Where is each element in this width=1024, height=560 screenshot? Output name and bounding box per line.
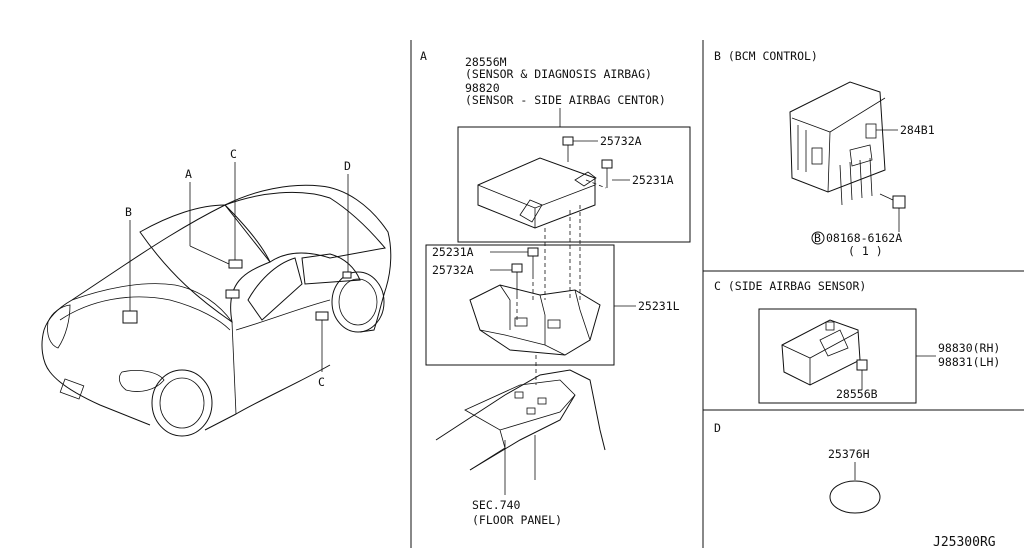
clip-label: 28556B [836, 387, 878, 401]
panel-c-title: C (SIDE AIRBAG SENSOR) [714, 279, 866, 293]
side-sensor-part-number: 98820 [465, 81, 500, 95]
sensor-part-rh: 98830(RH) [938, 341, 1000, 355]
bcm-part-label: 284B1 [900, 123, 935, 137]
bolt-circle-letter: B [814, 231, 821, 245]
car-overview [41, 162, 392, 437]
upper-screw-label: 25732A [600, 134, 642, 148]
side-sensor-description: (SENSOR - SIDE AIRBAG CENTOR) [465, 93, 666, 107]
section-reference: SEC.740 [472, 498, 521, 512]
car-callout-c-bottom: C [318, 375, 325, 389]
panel-b-title: B (BCM CONTROL) [714, 49, 818, 63]
car-callout-b: B [125, 205, 132, 219]
floor-panel-description: (FLOOR PANEL) [472, 513, 562, 527]
bracket-label: 25231L [638, 299, 680, 313]
pad-part-label: 25376H [828, 447, 870, 461]
upper-bolt-label: 25231A [632, 173, 674, 187]
alignment-dashes [544, 205, 581, 300]
car-callout-a: A [185, 167, 192, 181]
floor-panel [435, 355, 606, 495]
sensor-description: (SENSOR & DIAGNOSIS AIRBAG) [465, 67, 652, 81]
panel-d-letter: D [714, 421, 721, 435]
airbag-sensor-bracket [425, 244, 636, 366]
car-callout-c-top: C [230, 147, 237, 161]
car-callout-d: D [344, 159, 351, 173]
lower-screw-label: 25732A [432, 263, 474, 277]
panel-dividers [410, 40, 1024, 548]
bcm-control-unit [789, 81, 906, 245]
sensor-part-number: 28556M [465, 55, 507, 69]
panel-a-letter: A [420, 49, 427, 63]
bcm-bolt-quantity: ( 1 ) [848, 244, 883, 258]
airbag-sensor-module [457, 126, 691, 243]
pad-shape [829, 480, 881, 514]
lower-bolt-label: 25231A [432, 245, 474, 259]
side-airbag-sensor [758, 308, 936, 404]
sensor-part-lh: 98831(LH) [938, 355, 1000, 369]
diagram-code: J25300RG [933, 535, 996, 550]
bcm-bolt-label: 08168-6162A [826, 231, 902, 245]
